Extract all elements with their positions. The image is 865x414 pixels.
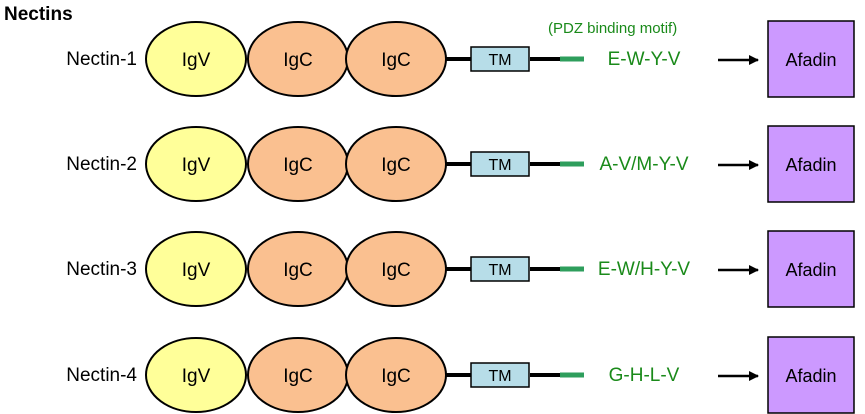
tm-domain	[470, 362, 530, 388]
tm-label: TM	[488, 368, 511, 385]
igv-label: IgV	[182, 50, 211, 71]
pdz-motif-sequence: E-W-Y-V	[608, 49, 681, 70]
igc-label-1: IgC	[283, 260, 313, 281]
tm-domain	[470, 256, 530, 282]
nectin-label: Nectin-4	[66, 365, 137, 386]
pdz-motif-sequence: A-V/M-Y-V	[599, 154, 688, 175]
diagram-title: Nectins	[4, 4, 73, 25]
igc-domain-2	[345, 337, 447, 413]
pdz-motif-header: (PDZ binding motif)	[548, 20, 678, 37]
tm-label: TM	[488, 157, 511, 174]
afadin-label: Afadin	[785, 50, 836, 70]
igc-label-2: IgC	[381, 366, 411, 387]
nectin-label: Nectin-3	[66, 259, 137, 280]
igc-domain-2	[345, 231, 447, 307]
nectin-row-1: Nectin-1 IgV IgC IgC TM E-W-Y-V Afadin	[66, 20, 855, 98]
afadin-label: Afadin	[785, 366, 836, 386]
igc-label-2: IgC	[381, 260, 411, 281]
afadin-label: Afadin	[785, 260, 836, 280]
afadin-label: Afadin	[785, 155, 836, 175]
igv-label: IgV	[182, 366, 211, 387]
igv-label: IgV	[182, 155, 211, 176]
igc-label-1: IgC	[283, 50, 313, 71]
igc-domain-2	[345, 21, 447, 97]
afadin-box	[767, 20, 855, 98]
igv-label: IgV	[182, 260, 211, 281]
nectin-row-3: Nectin-3 IgV IgC IgC TM E-W/H-Y-V Afadin	[66, 230, 855, 308]
tm-label: TM	[488, 262, 511, 279]
pdz-motif-sequence: E-W/H-Y-V	[598, 259, 691, 280]
igc-label-2: IgC	[381, 155, 411, 176]
tm-domain	[470, 46, 530, 72]
tm-domain	[470, 151, 530, 177]
igc-domain-2	[345, 126, 447, 202]
igv-domain	[145, 337, 247, 413]
igv-domain	[145, 21, 247, 97]
pdz-motif-sequence: G-H-L-V	[609, 365, 680, 386]
afadin-box	[767, 230, 855, 308]
igc-label-1: IgC	[283, 155, 313, 176]
nectin-label: Nectin-2	[66, 154, 137, 175]
nectin-row-4: Nectin-4 IgV IgC IgC TM G-H-L-V Afadin	[66, 336, 855, 414]
afadin-box	[767, 336, 855, 414]
igv-domain	[145, 231, 247, 307]
nectin-label: Nectin-1	[66, 49, 137, 70]
tm-label: TM	[488, 52, 511, 69]
nectin-row-2: Nectin-2 IgV IgC IgC TM A-V/M-Y-V Afadin	[66, 125, 855, 203]
igc-label-1: IgC	[283, 366, 313, 387]
igc-label-2: IgC	[381, 50, 411, 71]
igv-domain	[145, 126, 247, 202]
afadin-box	[767, 125, 855, 203]
